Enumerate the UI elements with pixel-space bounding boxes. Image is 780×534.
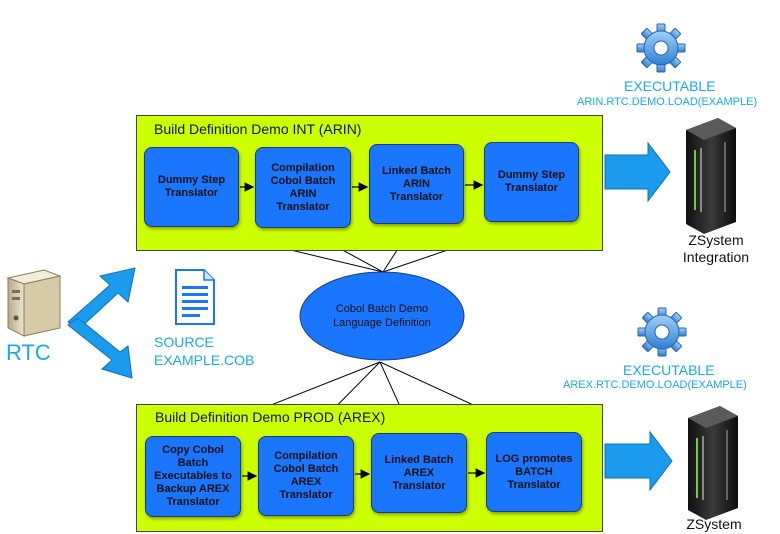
prod-step-2: Compilation Cobol Batch AREX Translator [258,436,354,516]
arrow-to-production [604,430,673,492]
arrow-to-integration [604,141,671,203]
rtc-flow-arrows [67,267,136,379]
gear-icon-production [637,307,687,357]
prod-step-1: Copy Cobol Batch Executables to Backup A… [145,436,241,517]
gear-icon-integration [636,23,686,73]
mainframe-icon-integration [686,118,736,234]
prod-step-3: Linked Batch AREX Translator [371,433,467,513]
prod-executable-name: AREX.RTC.DEMO.LOAD(EXAMPLE) [563,379,747,391]
mainframe-icon-production [688,406,738,520]
source-label: SOURCE [154,334,214,350]
document-icon [175,269,215,325]
rtc-label: RTC [6,340,51,365]
build-definition-prod-title: Build Definition Demo PROD (AREX) [155,409,386,425]
language-definition-ellipse [299,271,465,361]
int-step-2: Compilation Cobol Batch ARIN Translator [255,147,351,228]
language-definition-label: Cobol Batch Demo Language Definition [333,303,431,329]
zsystem-production-label: ZSystem [686,516,742,532]
int-step-1: Dummy Step Translator [144,147,239,227]
prod-step-4: LOG promotes BATCH Translator [486,432,582,512]
source-filename: EXAMPLE.COB [154,352,255,368]
zsystem-integration-label: ZSystem Integration [682,232,750,265]
int-executable-name: ARIN.RTC.DEMO.LOAD(EXAMPLE) [577,96,758,108]
build-definition-int-title: Build Definition Demo INT (ARIN) [154,121,362,137]
int-step-4: Dummy Step Translator [484,142,579,222]
server-computer-icon [6,269,62,337]
int-step-3: Linked Batch ARIN Translator [369,144,464,224]
prod-executable-title: EXECUTABLE [623,362,715,378]
int-executable-title: EXECUTABLE [624,78,716,94]
